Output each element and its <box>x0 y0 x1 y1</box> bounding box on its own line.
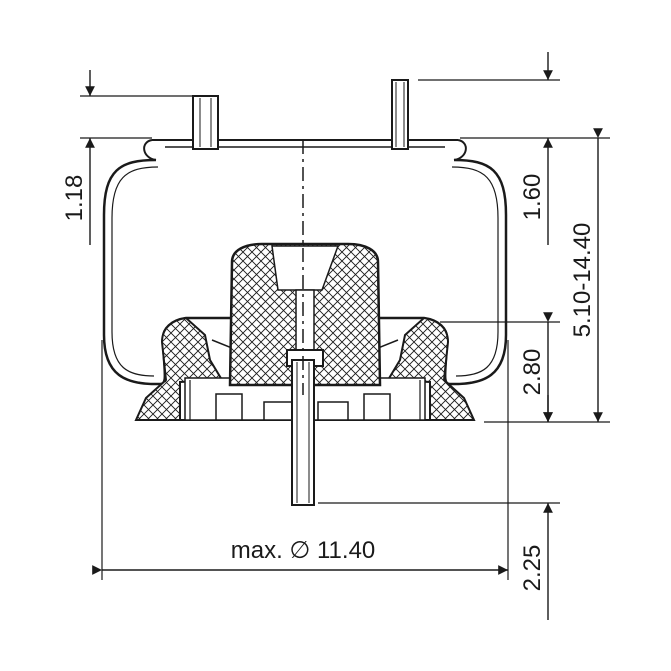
dimension-bottom-stud-length: 2.25 <box>318 395 560 620</box>
dimension-label-5-10-14-40: 5.10-14.40 <box>569 223 596 338</box>
dimension-label-1-18: 1.18 <box>61 175 88 222</box>
dimension-label-2-80: 2.80 <box>519 349 546 396</box>
dimension-stud-height: 1.60 <box>418 52 610 245</box>
top-right-stud <box>391 79 409 150</box>
bottom-stud <box>286 349 324 506</box>
dimension-label-1-60: 1.60 <box>519 174 546 221</box>
dimension-label-2-25: 2.25 <box>519 545 546 592</box>
dimension-label-max-diameter: max. ∅ 11.40 <box>231 537 376 564</box>
bumper <box>228 242 382 387</box>
top-left-stud <box>192 95 219 150</box>
dimension-piston-height: 2.80 <box>440 312 610 423</box>
dimension-max-diameter: max. ∅ 11.40 <box>92 340 509 580</box>
dimension-height-range: 5.10-14.40 <box>569 128 603 422</box>
dimension-top-plate-height: 1.18 <box>61 70 193 245</box>
